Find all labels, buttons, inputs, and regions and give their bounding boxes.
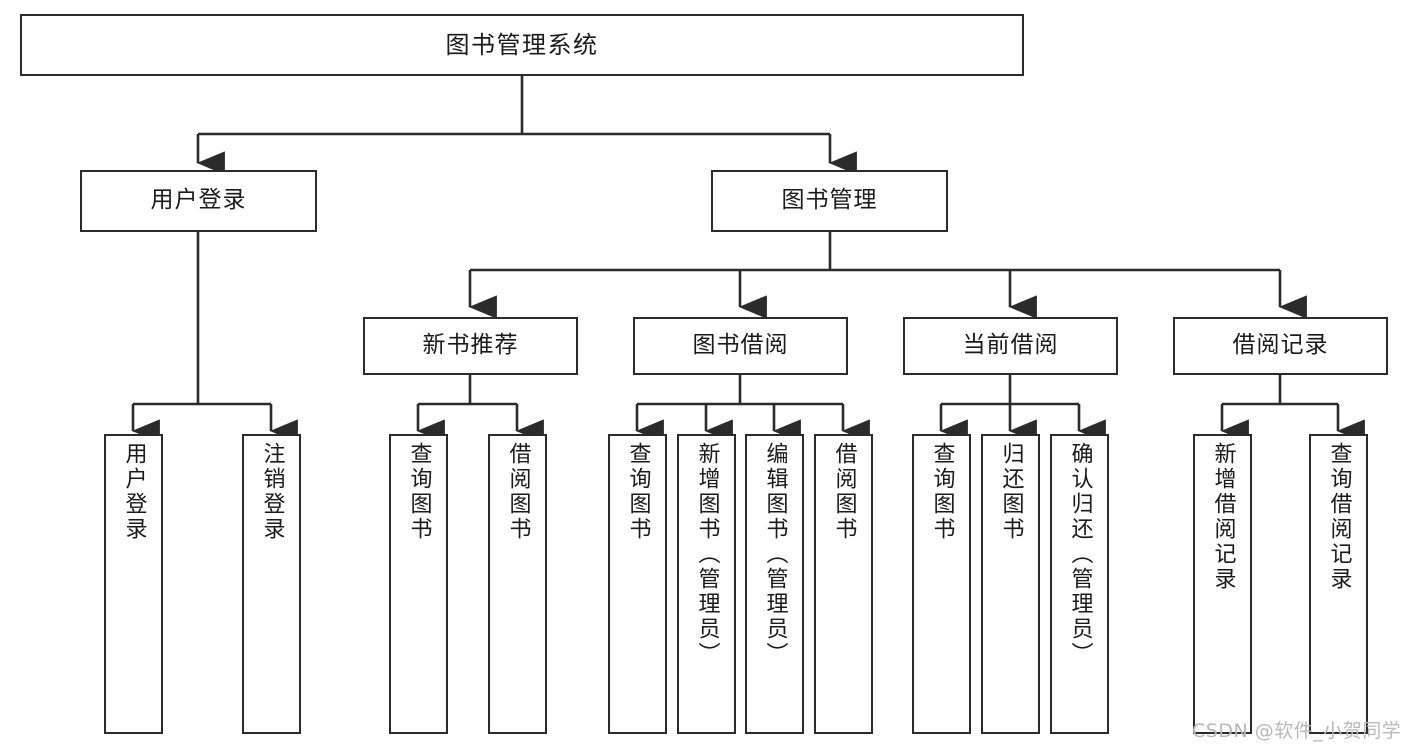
node-label: 注销登录 bbox=[259, 442, 285, 542]
node-label: 借阅图书 bbox=[505, 442, 531, 542]
node-leaf-borrow-book[interactable]: 借阅图书 bbox=[814, 434, 873, 734]
node-book-management[interactable]: 图书管理 bbox=[711, 170, 948, 232]
node-user-login[interactable]: 用户登录 bbox=[80, 170, 317, 232]
node-label: 新增图书（管理员） bbox=[694, 442, 720, 667]
node-leaf-confirm-return[interactable]: 确认归还（管理员） bbox=[1050, 434, 1109, 734]
node-label: 查询图书 bbox=[929, 442, 955, 542]
node-label: 编辑图书（管理员） bbox=[762, 442, 788, 667]
node-root-book-management-system[interactable]: 图书管理系统 bbox=[20, 14, 1024, 76]
node-label: 新增借阅记录 bbox=[1210, 442, 1236, 592]
node-label: 查询图书 bbox=[406, 442, 432, 542]
node-leaf-return-book[interactable]: 归还图书 bbox=[981, 434, 1040, 734]
node-label: 图书管理系统 bbox=[445, 30, 599, 59]
node-label: 查询图书 bbox=[625, 442, 651, 542]
node-leaf-add-borrow-record[interactable]: 新增借阅记录 bbox=[1193, 434, 1252, 734]
node-label: 用户登录 bbox=[121, 442, 147, 542]
node-label: 借阅记录 bbox=[1232, 332, 1329, 359]
node-label: 当前借阅 bbox=[962, 332, 1059, 359]
node-leaf-user-login[interactable]: 用户登录 bbox=[104, 434, 163, 734]
node-book-borrow[interactable]: 图书借阅 bbox=[633, 317, 848, 375]
node-label: 新书推荐 bbox=[422, 332, 519, 359]
node-new-book-recommend[interactable]: 新书推荐 bbox=[363, 317, 578, 375]
node-label: 查询借阅记录 bbox=[1326, 442, 1352, 592]
node-label: 图书借阅 bbox=[692, 332, 789, 359]
node-leaf-add-book[interactable]: 新增图书（管理员） bbox=[677, 434, 736, 734]
node-label: 借阅图书 bbox=[831, 442, 857, 542]
node-leaf-query-book-recommend[interactable]: 查询图书 bbox=[389, 434, 448, 734]
node-leaf-logout[interactable]: 注销登录 bbox=[242, 434, 301, 734]
node-leaf-query-book-current[interactable]: 查询图书 bbox=[912, 434, 971, 734]
node-label: 确认归还（管理员） bbox=[1067, 442, 1093, 667]
node-label: 用户登录 bbox=[150, 187, 247, 214]
node-label: 归还图书 bbox=[998, 442, 1024, 542]
node-current-borrow[interactable]: 当前借阅 bbox=[903, 317, 1118, 375]
node-label: 图书管理 bbox=[781, 187, 878, 214]
watermark-text: CSDN @软件_小贺同学 bbox=[1192, 720, 1402, 742]
node-leaf-query-borrow-record[interactable]: 查询借阅记录 bbox=[1309, 434, 1368, 734]
node-leaf-query-book-borrow[interactable]: 查询图书 bbox=[608, 434, 667, 734]
node-leaf-borrow-book-recommend[interactable]: 借阅图书 bbox=[488, 434, 547, 734]
node-borrow-record[interactable]: 借阅记录 bbox=[1173, 317, 1388, 375]
node-leaf-edit-book[interactable]: 编辑图书（管理员） bbox=[745, 434, 804, 734]
